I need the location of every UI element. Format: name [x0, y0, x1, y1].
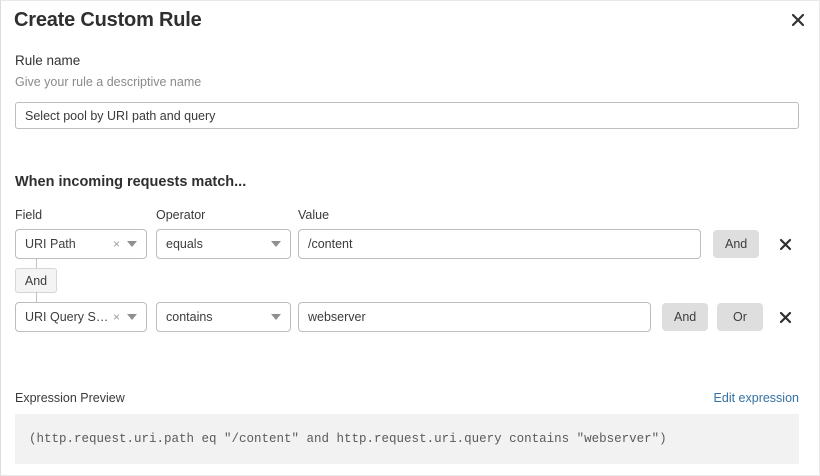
page-title: Create Custom Rule — [14, 9, 202, 31]
chevron-down-icon — [127, 241, 137, 247]
value-input-1[interactable] — [298, 302, 651, 332]
field-select-value-0: URI Path — [25, 237, 76, 251]
expression-preview-code: (http.request.uri.path eq "/content" and… — [15, 414, 799, 464]
add-and-condition-button-0[interactable]: And — [713, 230, 759, 258]
edit-expression-link[interactable]: Edit expression — [713, 391, 799, 405]
rule-name-help-text: Give your rule a descriptive name — [15, 75, 202, 89]
close-icon[interactable] — [785, 8, 811, 32]
connector-and-badge[interactable]: And — [15, 268, 57, 293]
expression-preview-section: Expression Preview Edit expression (http… — [1, 382, 820, 476]
field-select-1[interactable]: URI Query St... × — [15, 302, 147, 332]
chevron-down-icon — [271, 241, 281, 247]
add-and-condition-button-1[interactable]: And — [662, 303, 708, 331]
value-input-0[interactable] — [298, 229, 701, 259]
field-select-value-1: URI Query St... — [25, 310, 109, 324]
rule-name-label: Rule name — [15, 53, 81, 68]
chevron-down-icon — [127, 314, 137, 320]
condition-row: URI Path × equals And — [1, 229, 820, 259]
remove-condition-button-0[interactable] — [772, 231, 798, 257]
field-select-0[interactable]: URI Path × — [15, 229, 147, 259]
column-header-operator: Operator — [156, 208, 206, 222]
operator-select-value-1: contains — [166, 310, 213, 324]
chevron-down-icon — [271, 314, 281, 320]
conditions-heading: When incoming requests match... — [15, 174, 247, 190]
remove-condition-button-1[interactable] — [772, 304, 798, 330]
operator-select-value-0: equals — [166, 237, 203, 251]
operator-select-0[interactable]: equals — [156, 229, 291, 259]
column-header-field: Field — [15, 208, 43, 222]
add-or-condition-button-1[interactable]: Or — [717, 303, 763, 331]
clear-x-icon[interactable]: × — [112, 310, 120, 324]
expression-preview-label: Expression Preview — [15, 391, 125, 405]
clear-x-icon[interactable]: × — [112, 237, 120, 251]
condition-row: URI Query St... × contains And Or — [1, 302, 820, 332]
connector-line-top — [36, 259, 37, 269]
rule-name-input[interactable] — [15, 102, 799, 129]
operator-select-1[interactable]: contains — [156, 302, 291, 332]
column-header-value: Value — [298, 208, 330, 222]
connector-line-bottom — [36, 292, 37, 302]
